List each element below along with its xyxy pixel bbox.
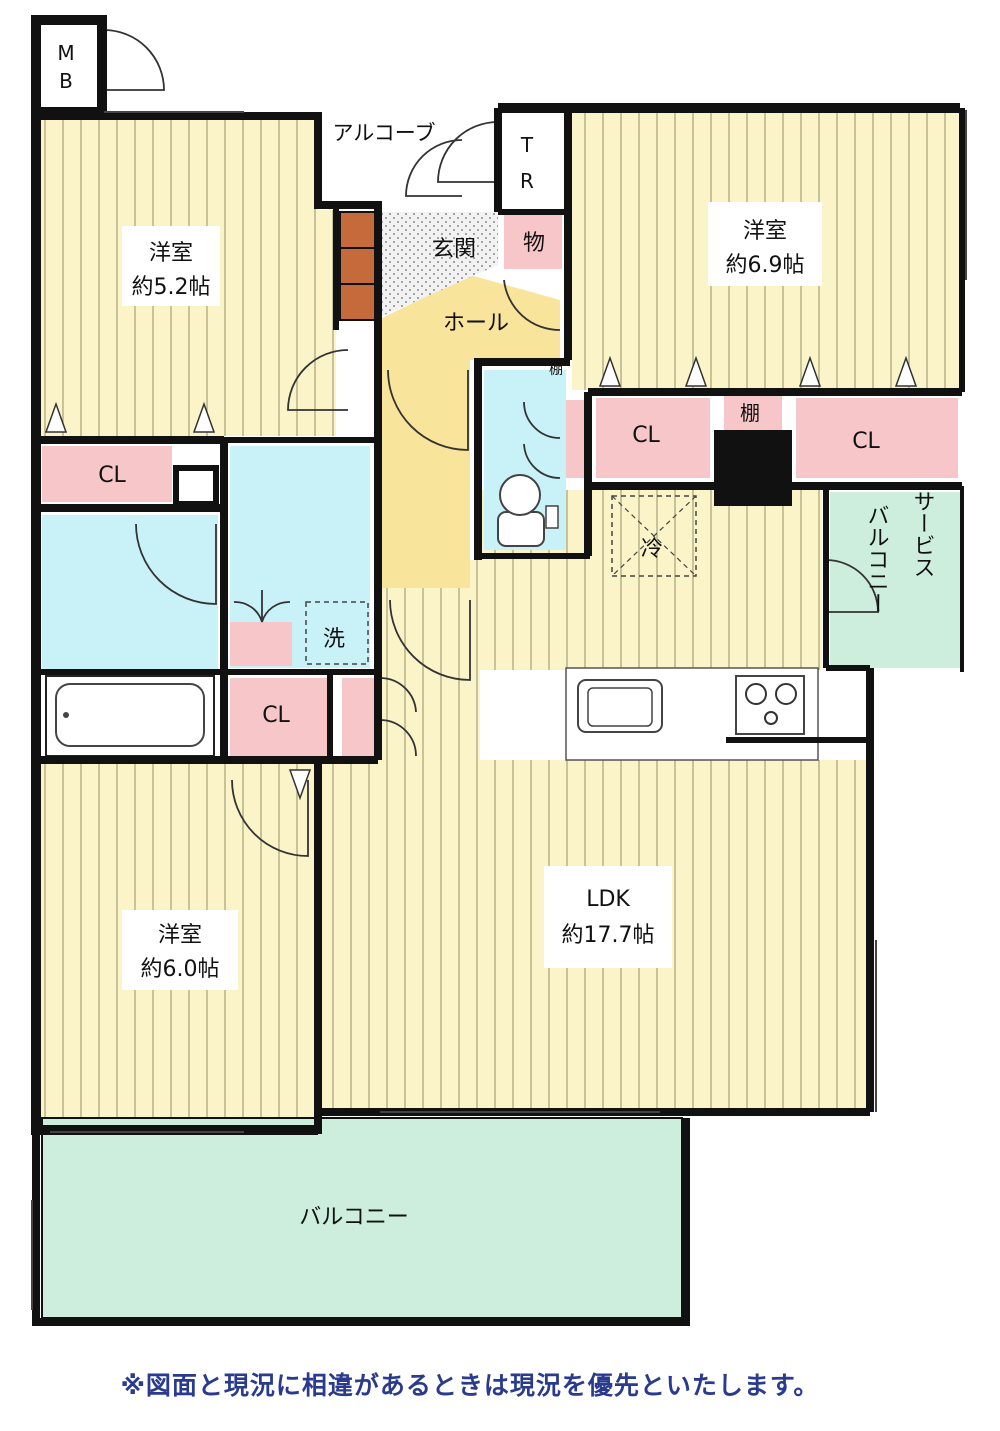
bathtub-icon bbox=[45, 675, 215, 757]
closet-room1-label: CL bbox=[98, 463, 126, 488]
svg-text:洋室: 洋室 bbox=[158, 923, 202, 948]
ldk-floor-mid bbox=[380, 560, 480, 760]
svg-text:約17.7帖: 約17.7帖 bbox=[562, 923, 655, 948]
svg-text:約6.9帖: 約6.9帖 bbox=[726, 253, 805, 278]
closet-room2-right-label: CL bbox=[852, 429, 880, 454]
bath-floor bbox=[42, 515, 218, 673]
stove-icon bbox=[735, 675, 805, 735]
tana-shelf bbox=[724, 392, 782, 430]
svg-text:R: R bbox=[520, 169, 534, 193]
toilet-shelf bbox=[566, 400, 586, 478]
tana-small-label: 棚 bbox=[549, 362, 563, 378]
fridge-label: 冷 bbox=[641, 537, 663, 562]
entrance-floor bbox=[378, 212, 498, 318]
alcove-label: アルコーブ bbox=[332, 121, 435, 145]
service-balcony-label: サービス バルコニー bbox=[864, 490, 935, 614]
door-swings bbox=[103, 29, 879, 857]
mb-label: M B bbox=[57, 41, 74, 93]
closet-mid-label: CL bbox=[262, 703, 290, 728]
svg-text:B: B bbox=[59, 69, 73, 93]
tr-label: T R bbox=[520, 133, 534, 193]
closet-door-marks bbox=[44, 355, 918, 801]
svg-text:サービス: サービス bbox=[910, 490, 935, 578]
svg-text:約5.2帖: 約5.2帖 bbox=[132, 275, 211, 300]
fridge-space bbox=[611, 495, 697, 577]
closet-room2-left-label: CL bbox=[632, 423, 660, 448]
genkan-label: 玄関 bbox=[432, 237, 476, 262]
disclaimer-notice: ※図面と現況に相違があるときは現況を優先といたします。 bbox=[120, 1371, 820, 1400]
svg-text:洋室: 洋室 bbox=[149, 241, 193, 266]
room1-label: 洋室 約5.2帖 bbox=[122, 226, 220, 306]
washer-label: 洗 bbox=[323, 627, 345, 652]
ldk-label: LDK 約17.7帖 bbox=[544, 866, 672, 968]
hall-label: ホール bbox=[443, 311, 509, 336]
toilet-icon bbox=[497, 474, 559, 547]
svg-text:約6.0帖: 約6.0帖 bbox=[141, 957, 220, 982]
sink-icon bbox=[577, 679, 663, 733]
closet-room2-right bbox=[796, 398, 958, 478]
svg-text:T: T bbox=[520, 133, 534, 157]
balcony-floor bbox=[41, 1117, 683, 1319]
room3-label: 洋室 約6.0帖 bbox=[122, 910, 238, 990]
closet-room2-left bbox=[596, 398, 710, 478]
closet-mid bbox=[230, 678, 328, 756]
shoe-box bbox=[339, 211, 377, 321]
balcony-label: バルコニー bbox=[299, 1205, 409, 1230]
tana-label: 棚 bbox=[740, 401, 760, 425]
svg-text:M: M bbox=[57, 41, 74, 65]
closet-small-a bbox=[230, 622, 292, 666]
windows bbox=[31, 110, 967, 1310]
walls bbox=[31, 15, 965, 1326]
hall-floor bbox=[378, 275, 560, 588]
closet-room1 bbox=[42, 446, 172, 502]
mono-label: 物 bbox=[523, 231, 545, 256]
room2-label: 洋室 約6.9帖 bbox=[708, 202, 822, 286]
floor-plan: M B アルコーブ T R 玄関 物 ホール 洋室 約5.2帖 洋室 約6.9帖… bbox=[31, 15, 967, 1326]
svg-text:LDK: LDK bbox=[586, 887, 630, 912]
washer-space bbox=[305, 601, 369, 665]
closet-small-b bbox=[342, 678, 378, 756]
svg-text:洋室: 洋室 bbox=[743, 219, 787, 244]
room1-floor-ext bbox=[318, 210, 336, 436]
service-balcony-floor bbox=[830, 492, 964, 668]
mono-storage bbox=[504, 215, 562, 269]
svg-text:バルコニー: バルコニー bbox=[864, 504, 889, 614]
